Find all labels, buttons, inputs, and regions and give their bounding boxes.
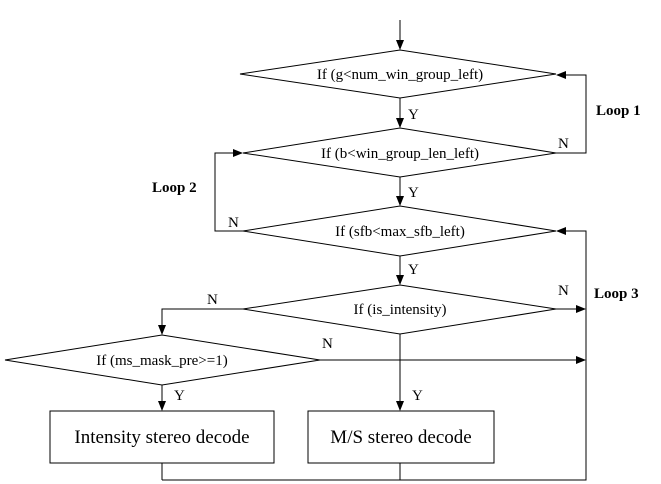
decision-ms-mask: If (ms_mask_pre>=1) <box>4 334 321 386</box>
loop1-label: Loop 1 <box>596 103 641 119</box>
decision-sfb-label: If (sfb<max_sfb_left) <box>335 224 465 240</box>
process-ms-stereo-box <box>307 410 495 464</box>
loop1-connector <box>556 71 587 154</box>
loop2-connector <box>214 149 243 232</box>
process-ms-stereo: M/S stereo decode <box>307 410 495 464</box>
label-is-intensity-no-left: N <box>207 292 218 308</box>
process-ms-stereo-label: M/S stereo decode <box>330 427 471 448</box>
decision-ms-mask-label: If (ms_mask_pre>=1) <box>96 353 227 369</box>
label-b-no: N <box>558 136 569 152</box>
arrow-is-intensity-no-left <box>158 308 243 335</box>
label-is-intensity-no-right: N <box>558 283 569 299</box>
process-intensity-stereo-box <box>49 410 275 464</box>
loop3-label: Loop 3 <box>594 286 639 302</box>
decision-is-intensity-label: If (is_intensity) <box>354 302 447 318</box>
label-sfb-no: N <box>228 215 239 231</box>
decision-is-intensity: If (is_intensity) <box>242 284 557 335</box>
decision-b: If (b<win_group_len_left) <box>242 127 557 178</box>
label-ms-mask-no: N <box>322 336 333 352</box>
label-ms-mask-yes: Y <box>174 388 185 404</box>
process-intensity-stereo: Intensity stereo decode <box>49 410 275 464</box>
decision-g: If (g<num_win_group_left) <box>239 49 557 99</box>
process-intensity-stereo-label: Intensity stereo decode <box>74 427 249 448</box>
loop2-label: Loop 2 <box>152 180 197 196</box>
label-is-intensity-yes: Y <box>412 388 423 404</box>
label-sfb-yes: Y <box>408 262 419 278</box>
decision-b-label: If (b<win_group_len_left) <box>321 146 479 162</box>
loop3-connector <box>162 227 587 481</box>
label-b-yes: Y <box>408 185 419 201</box>
decision-sfb: If (sfb<max_sfb_left) <box>242 205 557 257</box>
label-g-yes: Y <box>408 107 419 123</box>
decision-g-label: If (g<num_win_group_left) <box>317 67 483 83</box>
